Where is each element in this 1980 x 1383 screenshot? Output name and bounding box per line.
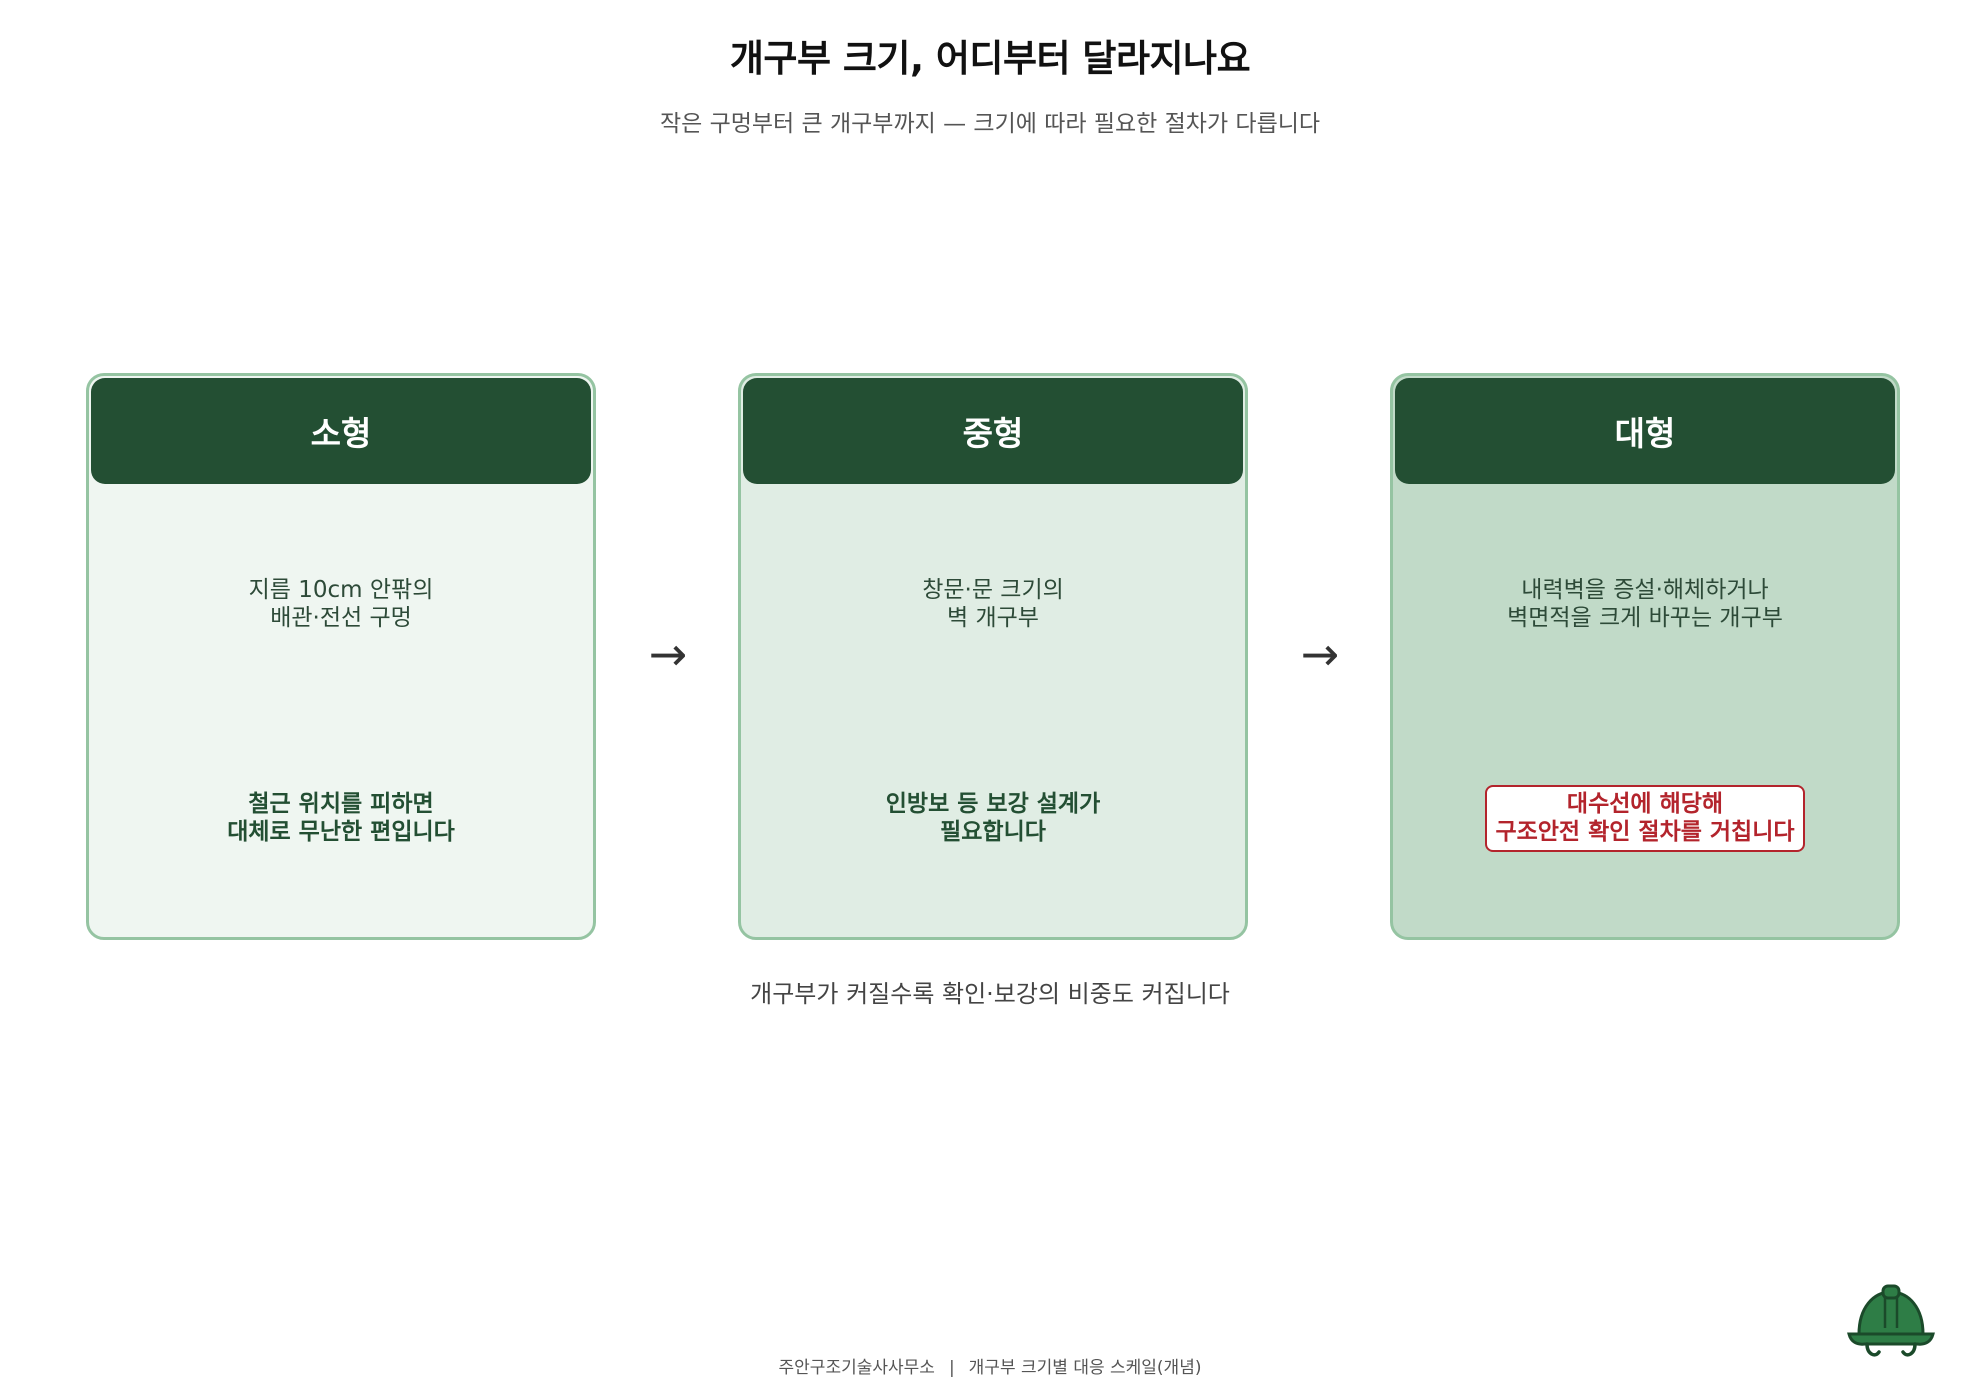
arrow-medium-to-large: → xyxy=(1300,627,1340,681)
page-subtitle: 작은 구멍부터 큰 개구부까지 — 크기에 따라 필요한 절차가 다릅니다 xyxy=(659,111,1321,137)
card-medium-note: 인방보 등 보강 설계가 필요합니다 xyxy=(885,791,1101,845)
card-small: 소형 지름 10cm 안팎의 배관·전선 구멍 철근 위치를 피하면 대체로 무… xyxy=(86,373,596,940)
card-large-warning-note: 대수선에 해당해 구조안전 확인 절차를 거칩니다 xyxy=(1485,785,1805,852)
card-small-description: 지름 10cm 안팎의 배관·전선 구멍 xyxy=(248,577,434,631)
card-small-note: 철근 위치를 피하면 대체로 무난한 편입니다 xyxy=(227,791,455,845)
page-title: 개구부 크기, 어디부터 달라지나요 xyxy=(729,37,1251,80)
arrow-small-to-medium: → xyxy=(648,627,688,681)
diagram-caption: 개구부가 커질수록 확인·보강의 비중도 커집니다 xyxy=(750,980,1230,1008)
card-medium-title: 중형 xyxy=(743,378,1243,484)
footer-separator: | xyxy=(948,1358,955,1378)
card-large-description: 내력벽을 증설·해체하거나 벽면적을 크게 바꾸는 개구부 xyxy=(1507,577,1783,631)
card-medium: 중형 창문·문 크기의 벽 개구부 인방보 등 보강 설계가 필요합니다 xyxy=(738,373,1248,940)
card-large-title: 대형 xyxy=(1395,378,1895,484)
hard-hat-icon xyxy=(1847,1284,1935,1357)
card-medium-description: 창문·문 크기의 벽 개구부 xyxy=(922,577,1064,631)
footer-label: 개구부 크기별 대응 스케일(개념) xyxy=(968,1358,1202,1378)
footer-office: 주안구조기술사사무소 xyxy=(778,1358,935,1378)
card-large: 대형 내력벽을 증설·해체하거나 벽면적을 크게 바꾸는 개구부 대수선에 해당… xyxy=(1390,373,1900,940)
footer: 주안구조기술사사무소 | 개구부 크기별 대응 스케일(개념) xyxy=(0,1353,1980,1378)
card-small-title: 소형 xyxy=(91,378,591,484)
